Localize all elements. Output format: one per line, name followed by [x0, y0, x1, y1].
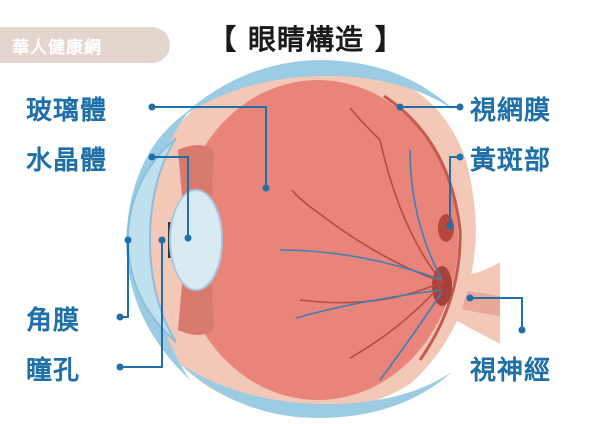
- label-pupil: 瞳孔: [26, 356, 81, 386]
- optic-nerve-leader: [470, 297, 523, 330]
- label-optic-nerve: 視神經: [470, 356, 552, 386]
- leader-dots: [116, 103, 526, 371]
- outer-blue-top: [180, 60, 454, 118]
- diagram-title: 【 眼睛構造 】: [208, 23, 404, 56]
- label-vitreous: 玻璃體: [26, 96, 108, 126]
- label-retina: 視網膜: [470, 96, 552, 126]
- brand-tab: 華人健康網: [0, 27, 170, 63]
- cornea-shape: [126, 137, 177, 343]
- pupil-leader: [120, 240, 163, 368]
- vessels-blue: [279, 149, 443, 381]
- outer-blue-bottom: [180, 364, 452, 418]
- brand-name: 華人健康網: [12, 38, 102, 58]
- leader-lines: [120, 106, 523, 368]
- label-macula: 黃斑部: [470, 146, 552, 176]
- retina-line: [383, 94, 462, 361]
- label-lens: 水晶體: [26, 146, 108, 176]
- lens-shape: [169, 189, 223, 291]
- eyeball-body: [178, 80, 458, 400]
- outer-blue-layer: [126, 110, 190, 380]
- vessels-red: [291, 107, 443, 359]
- vitreous-leader: [152, 106, 267, 188]
- iris-bottom: [178, 282, 214, 335]
- label-cornea: 角膜: [26, 306, 81, 336]
- lens-leader: [152, 156, 189, 238]
